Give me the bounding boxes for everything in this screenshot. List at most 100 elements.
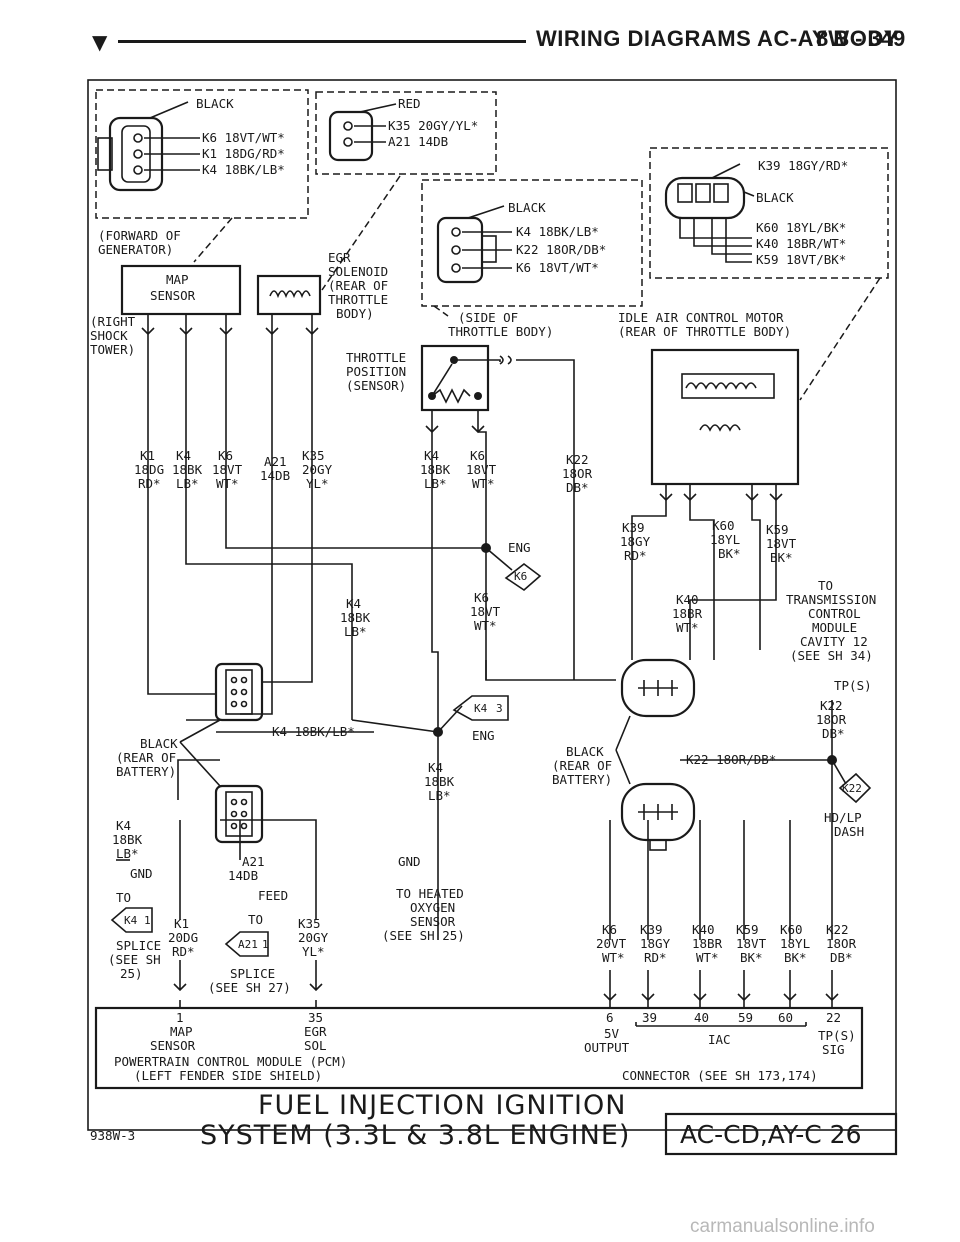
section-marker-icon: ▼ [92,30,108,54]
o2-sensor-ref: K4 18BK LB* GND TO HEATED OXYGEN SENSOR … [382,760,465,943]
svg-text:K4: K4 [176,448,191,463]
svg-text:20DG: 20DG [168,930,198,945]
iac-motor [650,348,800,502]
svg-text:WT*: WT* [602,950,625,965]
svg-text:(SEE SH 27): (SEE SH 27) [208,980,291,995]
svg-text:K22: K22 [842,782,862,795]
svg-text:18BK: 18BK [424,774,455,789]
svg-text:18YL: 18YL [780,936,810,951]
svg-text:K22: K22 [566,452,589,467]
svg-text:TRANSMISSION: TRANSMISSION [786,592,876,607]
svg-text:YL*: YL* [306,476,329,491]
svg-text:K4 18BK/LB*: K4 18BK/LB* [272,724,355,739]
svg-text:BK*: BK* [784,950,807,965]
tps-wire-1: K4 18BK/LB* [516,224,599,239]
shock-label-3: TOWER) [90,342,135,357]
generator-wire-2: K1 18DG/RD* [202,146,285,161]
svg-text:K39: K39 [640,922,663,937]
egr-sol-label-1: EGR [328,250,351,265]
svg-text:GND: GND [398,854,421,869]
iac-location-1: IDLE AIR CONTROL MOTOR [618,310,784,325]
svg-text:A21: A21 [238,938,258,951]
pcm-pin-22: 22 [826,1010,841,1025]
svg-text:TO HEATED: TO HEATED [396,886,464,901]
tps-wire-2: K22 18OR/DB* [516,242,606,257]
pcm-pin-35: 35 [308,1010,323,1025]
svg-text:LB*: LB* [428,788,451,803]
svg-text:K60: K60 [712,518,735,533]
svg-text:BLACK: BLACK [140,736,178,751]
svg-text:18VT: 18VT [212,462,243,477]
egr-connector: RED K35 20GY/YL* A21 14DB [315,91,497,175]
iac-connector: K39 18GY/RD* BLACK K60 18YL/BK* K40 18BR… [618,147,889,339]
svg-text:ENG: ENG [472,728,495,743]
svg-text:WT*: WT* [474,618,497,633]
battery-connector-right: BLACK (REAR OF BATTERY) [552,658,696,851]
svg-text:WT*: WT* [472,476,495,491]
svg-text:BLACK: BLACK [566,744,604,759]
tps-color: BLACK [508,200,546,215]
map-label-1: MAP [166,272,189,287]
svg-text:K35: K35 [298,916,321,931]
svg-text:K6: K6 [514,570,527,583]
svg-text:18BR: 18BR [672,606,703,621]
watermark: carmanualsonline.info [690,1216,875,1237]
pcm-pin-1: 1 [176,1010,184,1025]
svg-text:1: 1 [144,914,151,927]
svg-text:18BK: 18BK [112,832,143,847]
eng-k6-tag: ENG K6 [485,540,542,592]
svg-text:18BK: 18BK [172,462,203,477]
svg-text:DB*: DB* [830,950,853,965]
svg-text:SIG: SIG [822,1042,845,1057]
throttle-position-sensor: THROTTLE POSITION (SENSOR) [346,344,575,680]
svg-text:14DB: 14DB [228,868,258,883]
svg-text:WT*: WT* [696,950,719,965]
map-label-2: SENSOR [150,288,196,303]
svg-text:RD*: RD* [644,950,667,965]
iac-wire-2: K60 18YL/BK* [756,220,846,235]
svg-text:K35: K35 [302,448,325,463]
svg-text:CONTROL: CONTROL [808,606,861,621]
eng-k4-tag: K4 3 ENG [437,695,509,743]
svg-text:K1: K1 [174,916,189,931]
pcm-pin-39: 39 [642,1010,657,1025]
header-title: WIRING DIAGRAMS AC-AY BODY [536,26,899,51]
svg-text:18VT: 18VT [766,536,797,551]
svg-text:BATTERY): BATTERY) [116,764,176,779]
leader-lines [193,175,881,401]
svg-text:1: 1 [262,938,269,951]
svg-text:18OR: 18OR [826,936,857,951]
pcm-pin-6: 6 [606,1010,614,1025]
svg-text:BATTERY): BATTERY) [552,772,612,787]
svg-text:LB*: LB* [344,624,367,639]
svg-text:K60: K60 [780,922,803,937]
egr-sol-label-2: SOLENOID [328,264,388,279]
iac-wire-1: K39 18GY/RD* [758,158,848,173]
svg-text:K4: K4 [346,596,361,611]
wire-traces [147,334,833,940]
svg-text:18GY: 18GY [640,936,671,951]
svg-text:OUTPUT: OUTPUT [584,1040,630,1055]
svg-text:FEED: FEED [258,888,288,903]
generator-location-1: (FORWARD OF [98,228,181,243]
egr-wire-2: A21 14DB [388,134,448,149]
svg-text:WT*: WT* [676,620,699,635]
svg-text:ENG: ENG [508,540,531,555]
pcm-pin-59: 59 [738,1010,753,1025]
svg-text:18BK: 18BK [420,462,451,477]
svg-text:A21: A21 [242,854,265,869]
shock-label-2: SHOCK [90,328,128,343]
diagram-footer: FUEL INJECTION IGNITION SYSTEM (3.3L & 3… [90,1090,898,1156]
pcm-location: (LEFT FENDER SIDE SHIELD) [134,1068,322,1083]
tps-sensor-label-2: POSITION [346,364,406,379]
generator-connector: BLACK K6 18VT/WT* K1 18DG/RD* K4 18BK/LB… [95,89,309,257]
svg-text:18OR: 18OR [562,466,593,481]
svg-text:WT*: WT* [216,476,239,491]
iac-wire-3: K40 18BR/WT* [756,236,846,251]
svg-text:A21: A21 [264,454,287,469]
svg-text:K22 18OR/DB*: K22 18OR/DB* [686,752,776,767]
svg-text:SOL: SOL [304,1038,327,1053]
svg-text:(REAR OF: (REAR OF [552,758,612,773]
